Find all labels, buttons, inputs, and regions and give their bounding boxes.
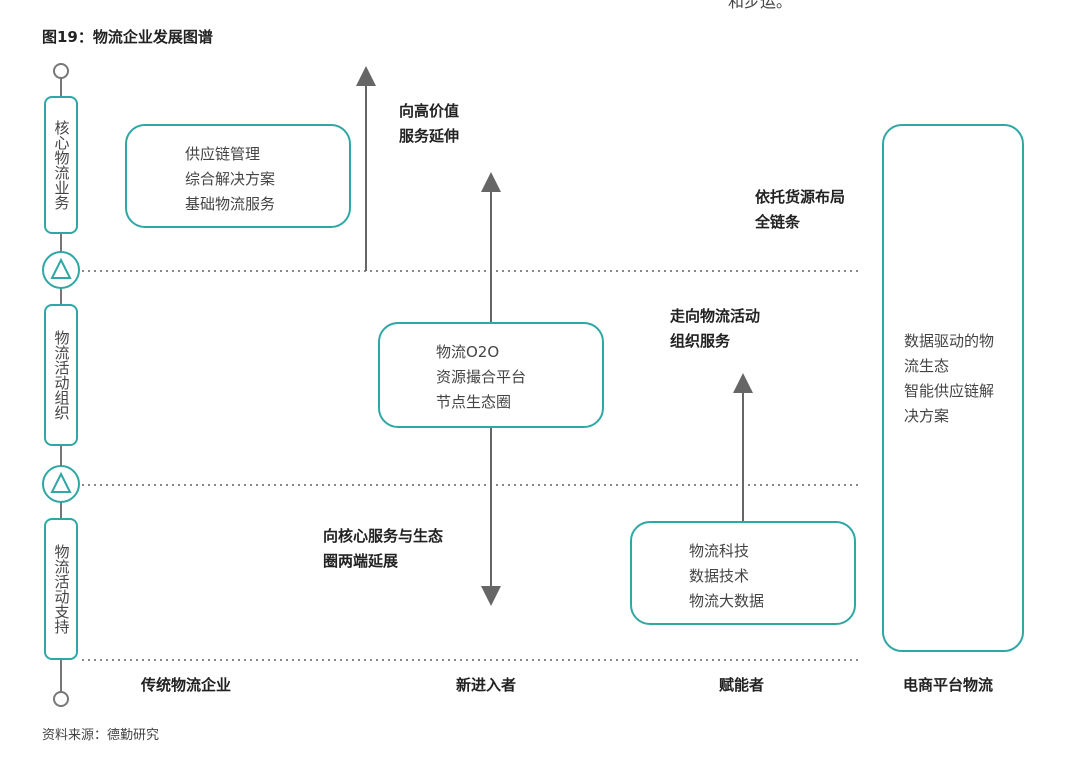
note-core-eco: 向核心服务与生态 圈两端延展 — [323, 524, 443, 574]
source-note: 资料来源：德勤研究 — [42, 728, 160, 743]
note-line: 服务延伸 — [399, 127, 460, 145]
column-traditional: 传统物流企业 — [141, 676, 232, 694]
card-line: 决方案 — [904, 407, 950, 425]
note-full-chain: 依托货源布局 全链条 — [755, 185, 845, 235]
triangle-node-icon — [42, 251, 80, 289]
card-line: 物流O2O — [436, 343, 500, 361]
note-line: 向高价值 — [399, 102, 460, 120]
note-line: 组织服务 — [670, 332, 731, 350]
card-line: 资源撮合平台 — [436, 368, 527, 386]
card-line: 基础物流服务 — [185, 195, 276, 213]
card-enabler: 物流科技 数据技术 物流大数据 — [630, 521, 856, 625]
triangle-node-icon — [42, 465, 80, 503]
note-organize: 走向物流活动 组织服务 — [670, 304, 760, 354]
card-line: 数据驱动的物 — [904, 332, 995, 350]
column-new-entrant: 新进入者 — [456, 676, 517, 694]
card-line: 流生态 — [904, 357, 950, 375]
axis-top-circle-icon — [53, 63, 69, 79]
stage-core-business: 核心物流业务 — [44, 96, 78, 234]
card-line: 节点生态圈 — [436, 393, 512, 411]
note-line: 依托货源布局 — [755, 188, 846, 206]
top-text-fragment: 和步运。 — [728, 0, 793, 11]
stage-activity-support: 物流活动支持 — [44, 518, 78, 660]
card-line: 数据技术 — [689, 567, 750, 585]
card-line: 供应链管理 — [185, 145, 261, 163]
card-new-entrant: 物流O2O 资源撮合平台 节点生态圈 — [378, 322, 604, 428]
card-line: 综合解决方案 — [185, 170, 276, 188]
column-ecommerce: 电商平台物流 — [903, 676, 994, 694]
card-line: 智能供应链解 — [904, 382, 995, 400]
card-traditional: 供应链管理 综合解决方案 基础物流服务 — [125, 124, 351, 228]
note-line: 全链条 — [755, 213, 801, 231]
figure-title: 图19：物流企业发展图谱 — [42, 28, 213, 46]
axis-bottom-circle-icon — [53, 691, 69, 707]
note-line: 圈两端延展 — [323, 552, 399, 570]
note-line: 向核心服务与生态 — [323, 527, 444, 545]
note-line: 走向物流活动 — [670, 307, 761, 325]
stage-activity-organization: 物流活动组织 — [44, 304, 78, 446]
card-ecommerce: 数据驱动的物 流生态 智能供应链解 决方案 — [882, 124, 1024, 652]
card-line: 物流科技 — [689, 542, 750, 560]
note-high-value: 向高价值 服务延伸 — [399, 99, 459, 149]
card-line: 物流大数据 — [689, 592, 765, 610]
column-enabler: 赋能者 — [719, 676, 765, 694]
